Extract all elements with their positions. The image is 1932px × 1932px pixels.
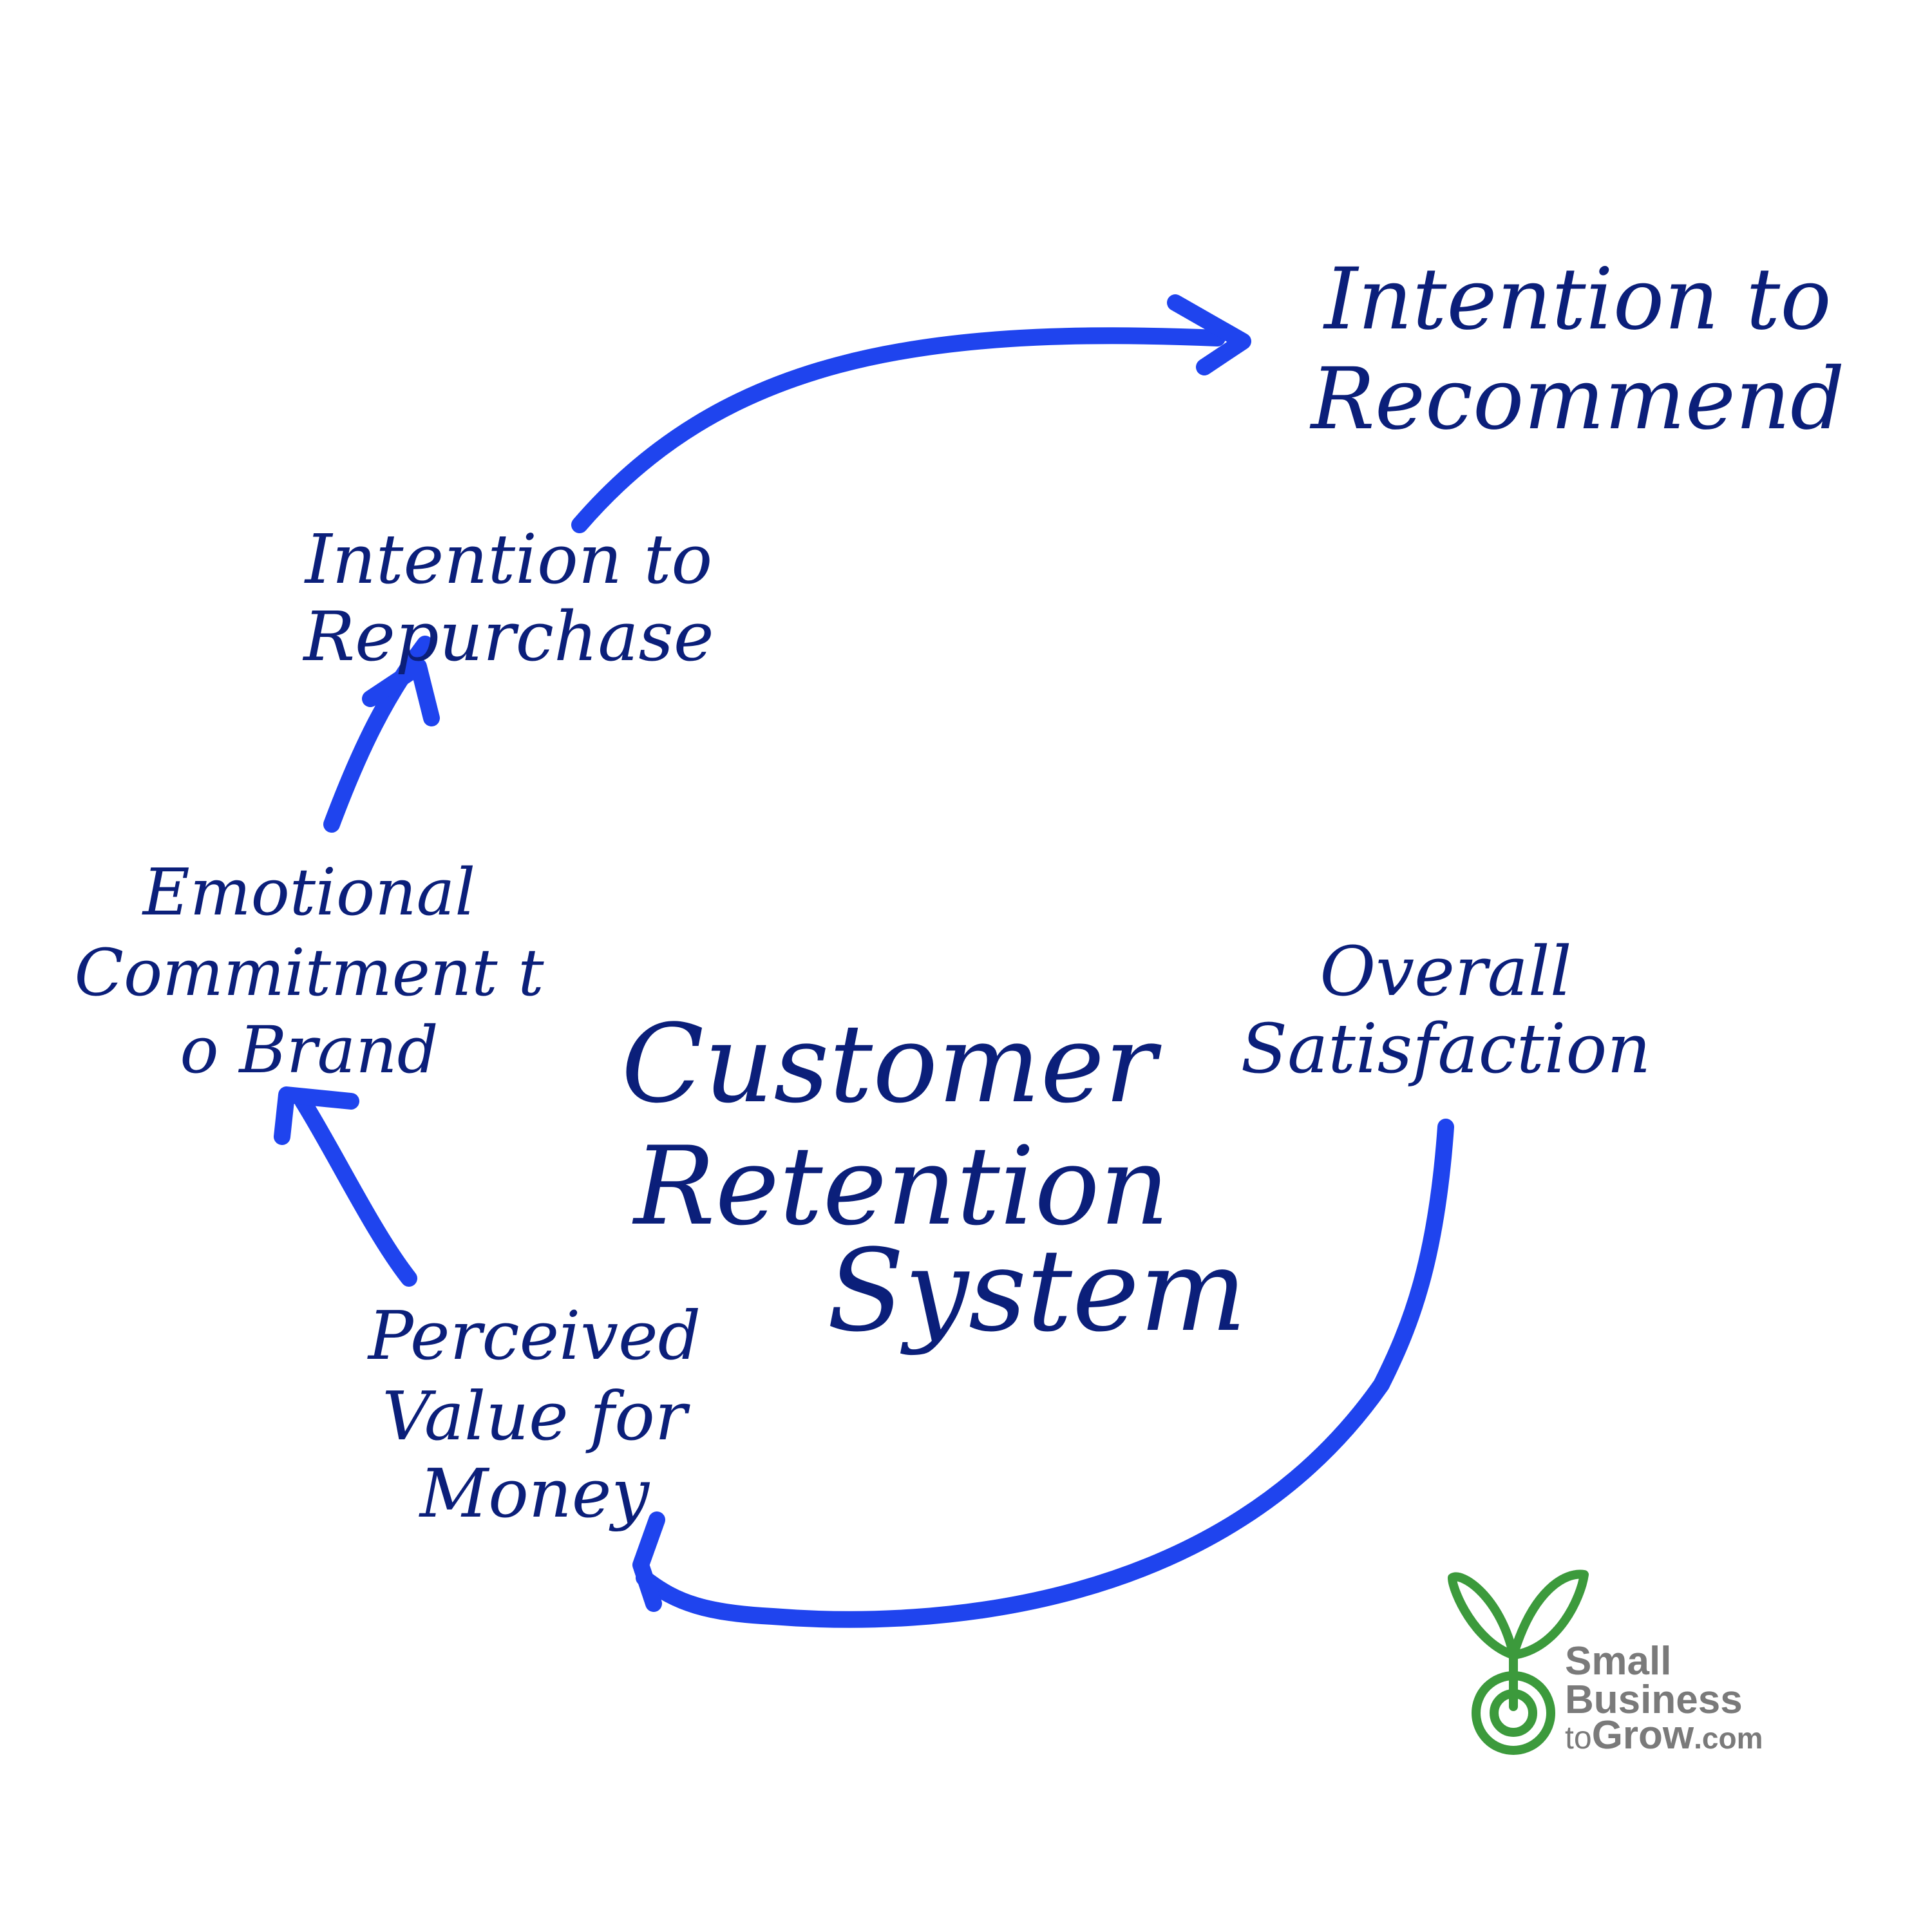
node-intention-to-recommend: Intention to Recommend — [1310, 250, 1845, 449]
title-line1: Customer — [621, 1001, 1162, 1127]
outer-ring-icon — [1472, 1671, 1555, 1755]
logo-wordmark: Small Business toGrow.com — [1565, 1639, 1763, 1757]
logo-line1: Small — [1565, 1639, 1671, 1683]
logo-line3-suffix: .com — [1694, 1721, 1763, 1755]
left-leaf-icon — [1448, 1572, 1518, 1660]
logo-line3: toGrow.com — [1565, 1713, 1763, 1757]
cycle-arrows — [274, 294, 1454, 1628]
value-line1: Perceived — [367, 1296, 701, 1375]
emotional-line2: Commitment t — [74, 935, 544, 1010]
inner-ring-icon — [1490, 1689, 1537, 1737]
arrowhead-emotional — [274, 1086, 359, 1145]
satisfaction-line1: Overall — [1320, 932, 1571, 1011]
node-emotional-commitment: Emotional Commitment t o Brand — [74, 855, 544, 1088]
recommend-line2: Recommend — [1310, 350, 1845, 449]
logo-line2: Business — [1565, 1678, 1743, 1722]
title-line2: Retention — [632, 1123, 1170, 1249]
emotional-line1: Emotional — [142, 855, 475, 930]
repurchase-line2: Repurchase — [302, 597, 714, 676]
satisfaction-line2: Satisfaction — [1240, 1009, 1651, 1088]
right-leaf-icon — [1509, 1569, 1589, 1660]
arrow-repurchase-to-recommend — [571, 327, 1226, 533]
title-line3: System — [827, 1225, 1247, 1357]
node-overall-satisfaction: Overall Satisfaction — [1240, 932, 1651, 1088]
center-title: Customer Retention System — [621, 1001, 1247, 1357]
sprout-icon — [1448, 1569, 1589, 1755]
node-intention-to-repurchase: Intention to Repurchase — [302, 520, 714, 676]
arrow-satisfaction-to-value — [636, 1119, 1454, 1628]
value-line2: Value for — [382, 1377, 690, 1455]
emotional-line3: o Brand — [180, 1012, 438, 1088]
repurchase-line1: Intention to — [304, 520, 712, 599]
logo-line3-main: Grow — [1592, 1713, 1694, 1757]
small-business-to-grow-logo: Small Business toGrow.com — [1448, 1569, 1763, 1757]
node-perceived-value: Perceived Value for Money — [367, 1296, 701, 1533]
logo-line3-prefix: to — [1565, 1719, 1592, 1756]
arrowhead-value — [632, 1511, 665, 1612]
value-line3: Money — [419, 1454, 650, 1533]
arrowhead-repurchase — [362, 658, 440, 726]
arrowhead-recommend — [1167, 294, 1251, 375]
arrow-value-to-emotional — [294, 1093, 417, 1287]
recommend-line1: Intention to — [1323, 250, 1832, 349]
